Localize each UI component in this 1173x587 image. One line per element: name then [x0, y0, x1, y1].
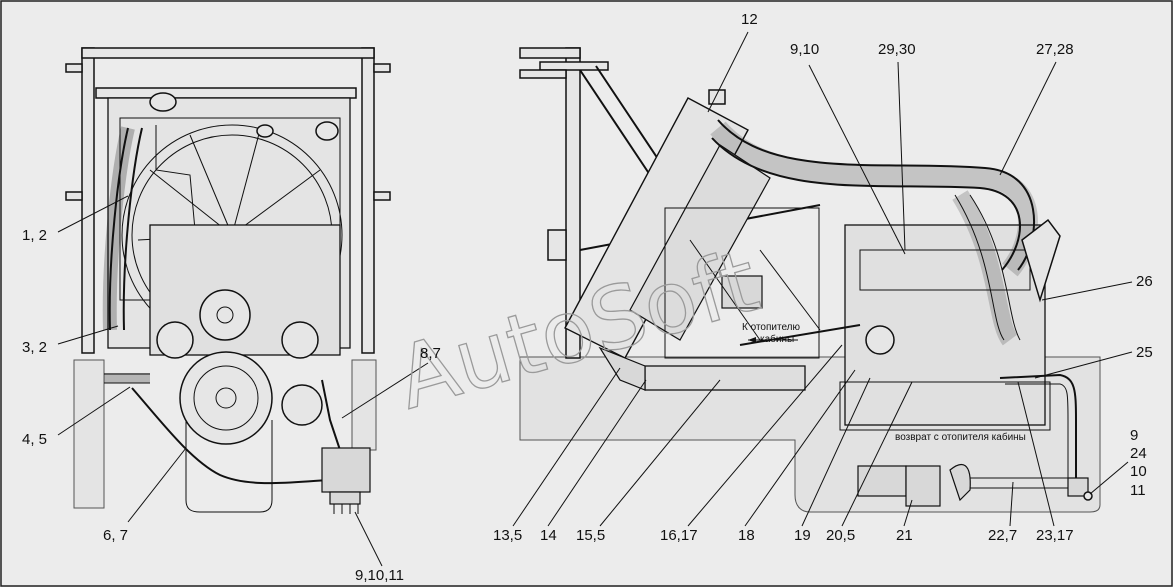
front-view-leaders — [57, 195, 429, 567]
callout-23-17: 23,17 — [1036, 527, 1074, 544]
callout-12: 12 — [741, 11, 758, 28]
heater-supply-pipe — [739, 324, 861, 346]
callout-9: 9 — [1130, 427, 1138, 444]
callout-26: 26 — [1136, 273, 1153, 290]
note-to-heater-line2: кабины — [760, 333, 794, 345]
callout-16-17: 16,17 — [660, 527, 698, 544]
callout-25: 25 — [1136, 344, 1153, 361]
pump-bracket — [721, 275, 763, 309]
drain-valve-fittings — [333, 504, 359, 514]
callout-1-2: 1, 2 — [22, 227, 47, 244]
lower-pump — [857, 465, 907, 497]
engine-outlet-hose-shadow — [952, 190, 1018, 346]
expansion-tank-cap — [315, 121, 339, 141]
support-panel — [664, 207, 820, 359]
callout-27-28: 27,28 — [1036, 41, 1074, 58]
chassis-rail-left — [73, 359, 105, 509]
mast-top-bracket — [519, 47, 581, 59]
side-view-leaders — [512, 31, 1133, 527]
radiator-cap-side — [708, 89, 726, 105]
upper-hose-side — [717, 119, 1035, 271]
pulley-top-hub — [216, 306, 234, 324]
callout-9-10: 9,10 — [790, 41, 819, 58]
expansion-cap — [256, 124, 274, 138]
callout-9-10-11: 9,10,11 — [355, 567, 404, 584]
front-view — [57, 47, 429, 567]
mast-clamp — [547, 229, 567, 261]
callout-10: 10 — [1130, 463, 1147, 480]
callout-19: 19 — [794, 527, 811, 544]
callout-6-7: 6, 7 — [103, 527, 128, 544]
drain-valve-base — [329, 491, 361, 505]
callout-21: 21 — [896, 527, 913, 544]
upper-hose-side-shadow — [710, 121, 1038, 277]
callout-4-5: 4, 5 — [22, 431, 47, 448]
note-to-heater-line1: К отопителю — [742, 322, 801, 333]
callout-24: 24 — [1130, 445, 1147, 462]
frame-bracket-right — [373, 63, 391, 73]
callout-22-7: 22,7 — [988, 527, 1017, 544]
side-view — [512, 31, 1133, 527]
frame-pillar-left — [81, 47, 95, 354]
chassis-rail-right — [351, 359, 377, 451]
mast-arm-2 — [519, 69, 567, 79]
to-heater-arrowhead — [748, 337, 756, 343]
pump-pulley — [156, 321, 194, 359]
callout-13-5: 13,5 — [493, 527, 522, 544]
frame-pillar-right — [361, 47, 375, 354]
bottom-return-pipe — [960, 477, 1070, 489]
callout-14: 14 — [540, 527, 557, 544]
lower-bracket — [905, 465, 941, 507]
panel-diagonal-b — [689, 239, 761, 341]
tensioner — [281, 384, 323, 426]
vent-pipe — [155, 125, 196, 231]
radiator-cap — [149, 92, 177, 112]
crank-hub — [215, 387, 237, 409]
engine-side — [844, 224, 1046, 426]
note-return-from-heater: возврат с отопителя кабины — [895, 431, 1026, 443]
crank-damper — [179, 351, 273, 445]
frame-bracket-right-lower — [373, 191, 391, 201]
panel-diagonal-a — [759, 249, 821, 331]
lower-hose — [104, 373, 150, 384]
crank-damper-inner — [193, 365, 259, 431]
filter-canister — [1021, 218, 1061, 303]
engine-sump-rail — [839, 381, 1051, 431]
upper-hose-side-edge — [711, 137, 1021, 271]
frame-bracket-left — [65, 63, 83, 73]
drain-valve-body — [321, 447, 371, 493]
callout-29-30: 29,30 — [878, 41, 916, 58]
pulley-top — [199, 289, 251, 341]
alternator-pulley — [281, 321, 319, 359]
callout-18: 18 — [738, 527, 755, 544]
engine-head — [859, 249, 1031, 291]
engine-outlet-hose — [954, 194, 1021, 341]
upper-hose — [108, 127, 129, 331]
lower-elbow — [949, 463, 971, 502]
callout-3-2: 3, 2 — [22, 339, 47, 356]
coolant-pipe — [321, 379, 341, 451]
callout-20-5: 20,5 — [826, 527, 855, 544]
drain-hose — [131, 387, 331, 485]
frame-top-beam — [81, 47, 375, 59]
callout-8-7: 8,7 — [420, 345, 441, 362]
thermostat-housing — [865, 325, 895, 355]
lower-pipe-elbow — [598, 346, 646, 391]
oil-pan — [185, 420, 273, 513]
lower-pipe — [644, 365, 806, 391]
mast-arm — [539, 61, 609, 71]
callout-15-5: 15,5 — [576, 527, 605, 544]
heater-return-pipe-edge — [1005, 383, 1069, 480]
heater-valve — [1067, 477, 1089, 497]
upper-hose-edge — [122, 127, 143, 331]
callout-11: 11 — [1130, 482, 1146, 499]
frame-crossbar — [95, 87, 357, 99]
frame-bracket-left-lower — [65, 191, 83, 201]
